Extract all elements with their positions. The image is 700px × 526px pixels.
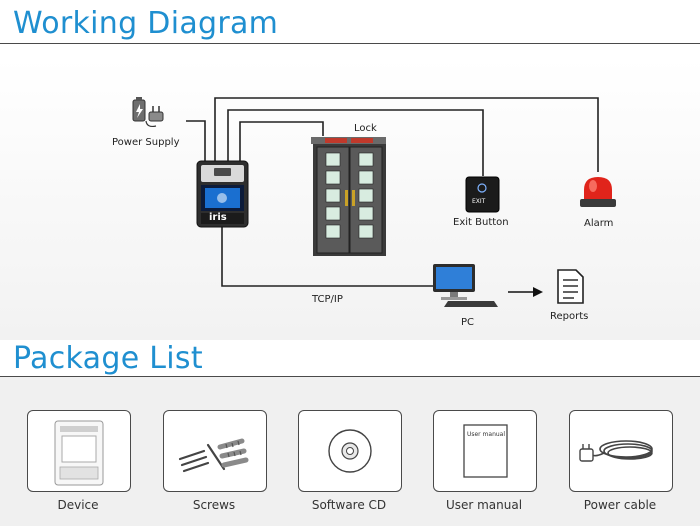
- power-supply-icon: [132, 97, 164, 128]
- lock-label: Lock: [354, 123, 377, 134]
- package-title-rule: [0, 376, 700, 377]
- cd-icon: [328, 429, 372, 473]
- package-card-power-cable: [569, 410, 673, 492]
- alarm-label: Alarm: [584, 218, 614, 229]
- exit-button-icon: [465, 176, 500, 213]
- screws-icon: [178, 438, 249, 473]
- exit-button-text: EXIT: [472, 198, 486, 205]
- power-supply-label: Power Supply: [112, 137, 180, 148]
- package-caption: Screws: [192, 498, 236, 512]
- working-title-rule: [0, 43, 700, 44]
- package-caption: Power cable: [583, 498, 657, 512]
- device-brand-text: iris: [209, 212, 227, 223]
- package-card-user-manual: User manual: [433, 410, 537, 492]
- reports-label: Reports: [550, 311, 589, 322]
- package-caption: Software CD: [311, 498, 387, 512]
- pc-label: PC: [461, 317, 475, 328]
- manual-cover-text: User manual: [466, 431, 506, 438]
- wiring-lines: [186, 97, 599, 287]
- package-caption: Device: [57, 498, 99, 512]
- package-card-software-cd: [298, 410, 402, 492]
- reports-icon: [557, 269, 584, 304]
- tcp-ip-label: TCP/IP: [312, 294, 343, 305]
- alarm-icon: [580, 177, 616, 207]
- package-card-screws: [163, 410, 267, 492]
- package-card-device: [27, 410, 131, 492]
- package-list-title: Package List: [13, 341, 203, 376]
- iris-device: [196, 160, 249, 228]
- manual-icon: [463, 424, 508, 478]
- pc-icon: [433, 264, 498, 307]
- arrow-pc-to-reports: [508, 287, 543, 297]
- door-lock: [311, 137, 386, 256]
- working-diagram-title: Working Diagram: [13, 6, 279, 41]
- device-icon: [54, 420, 104, 486]
- power-cable-icon: [579, 440, 653, 462]
- exit-button-label: Exit Button: [453, 217, 509, 228]
- package-caption: User manual: [445, 498, 523, 512]
